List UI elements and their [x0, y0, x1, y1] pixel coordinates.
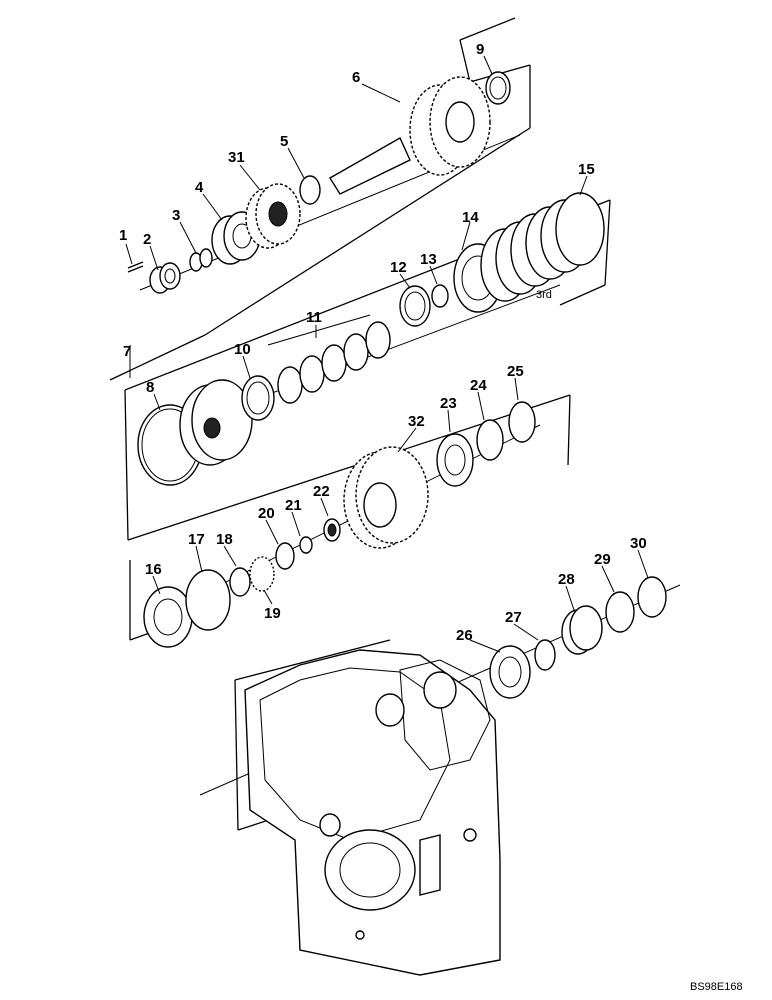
callout-11: 11 [306, 309, 322, 326]
callout-13: 13 [420, 251, 437, 268]
callout-16: 16 [145, 561, 162, 578]
callout-7: 7 [123, 343, 131, 360]
piston-part-7 [179, 379, 253, 466]
gear-part-31 [245, 183, 301, 249]
washer-part-12 [399, 285, 431, 327]
callout-5: 5 [280, 133, 288, 150]
needle-bearing-part-22 [323, 518, 341, 542]
callout-19: 19 [264, 605, 281, 622]
callout-31: 31 [228, 149, 245, 166]
ring-part-21 [299, 536, 313, 554]
pin-part-1 [127, 261, 144, 273]
snap-ring-part-5 [299, 175, 321, 205]
plate-part-16 [143, 586, 193, 648]
ring-part-9 [485, 71, 511, 105]
snap-ring-part-13 [431, 284, 449, 308]
bushing-part-2 [149, 262, 181, 294]
callout-25: 25 [507, 363, 524, 380]
transmission-housing [244, 649, 501, 976]
callout-28: 28 [558, 571, 575, 588]
snap-ring-part-27 [534, 639, 556, 671]
callout-26: 26 [456, 627, 473, 644]
callout-17: 17 [188, 531, 205, 548]
washer-part-18 [229, 567, 251, 597]
callout-4: 4 [195, 179, 204, 196]
callout-15: 15 [578, 161, 595, 178]
callout-30: 30 [630, 535, 647, 552]
snap-ring-part-25 [508, 401, 536, 443]
callout-23: 23 [440, 395, 457, 412]
ring-part-24 [476, 419, 504, 461]
snap-ring-part-17 [185, 569, 231, 631]
callout-22: 22 [313, 483, 330, 500]
springs-part-11 [277, 321, 391, 404]
callout-10: 10 [234, 341, 251, 358]
callout-8: 8 [146, 379, 154, 396]
bearing-part-23 [436, 433, 474, 487]
shaft-part-6 [329, 76, 491, 195]
snap-ring-part-30 [637, 576, 667, 618]
washer-part-20 [275, 542, 295, 570]
gear-part-32 [343, 446, 429, 549]
callout-14: 14 [462, 209, 479, 226]
ring-part-29 [605, 591, 635, 633]
bearing-part-26 [489, 645, 531, 699]
callout-3: 3 [172, 207, 180, 224]
callout-18: 18 [216, 531, 233, 548]
drawing-reference: BS98E168 [690, 981, 743, 993]
needle-bearing-part-19 [249, 556, 275, 592]
callout-12: 12 [390, 259, 407, 276]
callout-1: 1 [119, 227, 127, 244]
callout-24: 24 [470, 377, 487, 394]
callout-27: 27 [505, 609, 522, 626]
small-label-3rd: 3rd [536, 289, 552, 301]
callout-29: 29 [594, 551, 611, 568]
seal-part-28 [561, 605, 603, 655]
clutch-discs-part-15 [480, 192, 605, 302]
callout-21: 21 [285, 497, 302, 514]
callout-20: 20 [258, 505, 275, 522]
washers-part-3 [189, 248, 213, 272]
bearing-part-4 [211, 211, 261, 265]
callout-2: 2 [143, 231, 151, 248]
callout-9: 9 [476, 41, 484, 58]
callout-32: 32 [408, 413, 425, 430]
washer-part-10 [241, 375, 275, 421]
leader-lines [125, 55, 649, 653]
callout-6: 6 [352, 69, 360, 86]
